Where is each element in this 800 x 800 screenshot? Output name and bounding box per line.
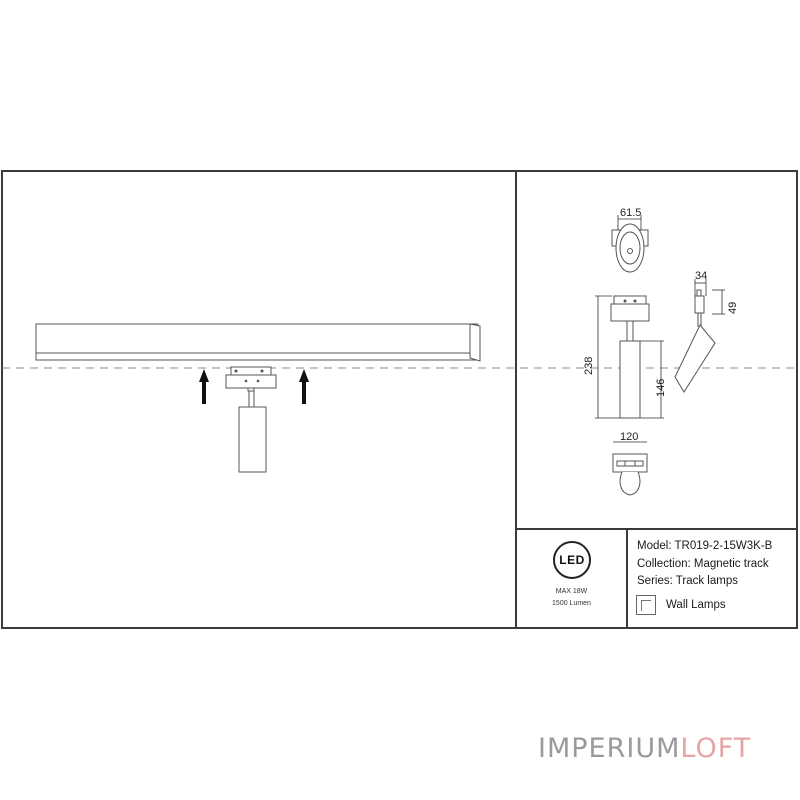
drawing-sheet-frame: [1, 170, 798, 629]
lamp-bottom-view: [612, 453, 648, 496]
track-rail: [35, 323, 481, 362]
lumen: 1500 Lumen: [552, 600, 591, 607]
lamp-top-view: [611, 223, 649, 273]
lamp-side-view: [610, 295, 650, 419]
wall-lamp-icon: [636, 595, 656, 615]
lamp-tilted-view: [674, 289, 716, 393]
dim-label-bottom-width: 120: [620, 431, 638, 443]
dim-label-total-height: 238: [583, 357, 595, 375]
brand-logo: IMPERIUMLOFT: [538, 733, 751, 764]
dim-label-top-width: 61.5: [620, 207, 641, 219]
dim-label-body-height: 146: [655, 379, 667, 397]
brand-part2: LOFT: [680, 733, 752, 764]
dim-body-height: [640, 340, 664, 419]
series: Series: Track lamps: [637, 575, 738, 587]
led-spec-block: LED MAX 18W 1500 Lumen: [517, 530, 626, 628]
vertical-divider: [515, 170, 517, 629]
lamp-front-view: [225, 366, 277, 473]
dim-label-side-height: 49: [727, 302, 739, 314]
model: Model: TR019-2-15W3K-B: [637, 540, 773, 552]
dim-top-width: [617, 215, 642, 230]
product-info: Model: TR019-2-15W3K-B Collection: Magne…: [637, 538, 797, 591]
horizontal-divider: [516, 528, 798, 530]
dim-total-height: [595, 295, 620, 419]
dim-side-height: [712, 289, 725, 315]
category: Wall Lamps: [636, 595, 726, 615]
info-divider: [626, 529, 628, 629]
arrow-up-icon: [299, 369, 309, 404]
max-power: MAX 18W: [555, 588, 588, 595]
arrow-up-icon: [199, 369, 209, 404]
brand-part1: IMPERIUM: [538, 733, 681, 764]
category-label: Wall Lamps: [666, 599, 726, 611]
dim-label-side-width: 34: [695, 270, 707, 282]
led-icon: LED: [553, 541, 591, 579]
collection: Collection: Magnetic track: [637, 557, 769, 570]
dim-side-width: [694, 279, 707, 296]
